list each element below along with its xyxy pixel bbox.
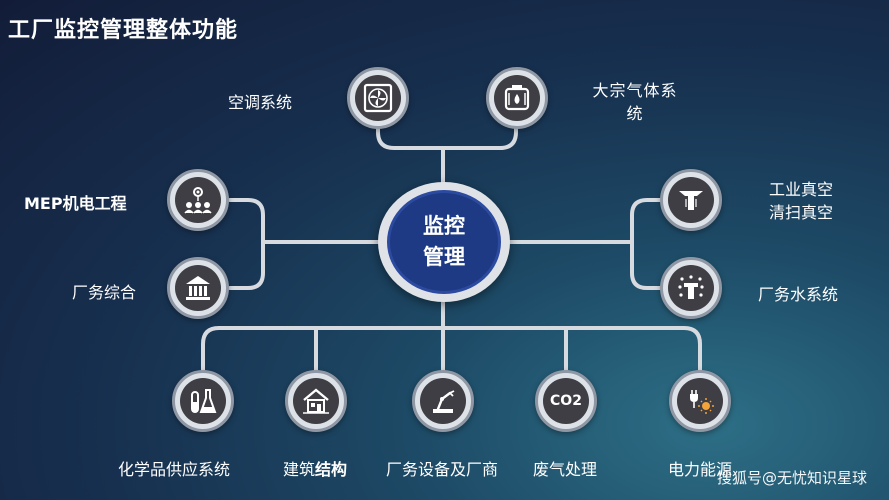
fan-icon xyxy=(363,83,393,113)
power-label: 电力能源 xyxy=(668,460,733,479)
building-label: 建筑结构 xyxy=(283,460,348,479)
water-label: 厂务水系统 xyxy=(758,285,839,304)
power-plug-sun-icon xyxy=(690,390,714,414)
water-sprinkler-icon xyxy=(678,275,704,299)
page-title: 工厂监控管理整体功能 xyxy=(8,18,239,43)
house-icon xyxy=(303,388,329,414)
watermark: 搜狐号@无忧知识星球 xyxy=(716,469,867,487)
bulk-gas-node[interactable] xyxy=(486,67,548,129)
co2-icon: CO2 xyxy=(550,393,582,409)
power-node[interactable] xyxy=(669,370,731,432)
robot-arm-icon xyxy=(433,390,455,413)
vacuum-nozzle-icon xyxy=(679,191,703,210)
hub-label: 监控 管理 xyxy=(387,190,501,294)
chemical-label: 化学品供应系统 xyxy=(118,460,231,479)
hvac-label: 空调系统 xyxy=(228,93,293,112)
monitoring-hub: 监控 管理 xyxy=(378,182,510,302)
bulk-gas-label: 大宗气体系统 xyxy=(592,81,678,123)
lab-flask-icon xyxy=(191,389,217,413)
facility-node[interactable] xyxy=(167,257,229,319)
bank-building-icon xyxy=(186,276,210,300)
building-node[interactable] xyxy=(285,370,347,432)
mep-label: MEP机电工程 xyxy=(24,194,127,213)
exhaust-node[interactable]: CO2 xyxy=(535,370,597,432)
mep-node[interactable] xyxy=(167,169,229,231)
equipment-label: 厂务设备及厂商 xyxy=(386,460,499,479)
vacuum-node[interactable] xyxy=(660,169,722,231)
equipment-node[interactable] xyxy=(412,370,474,432)
facility-label: 厂务综合 xyxy=(72,283,137,302)
vacuum-label: 工业真空 清扫真空 xyxy=(769,180,834,222)
chemical-node[interactable] xyxy=(172,370,234,432)
water-node[interactable] xyxy=(660,257,722,319)
exhaust-label: 废气处理 xyxy=(533,460,598,479)
network-people-icon xyxy=(184,187,212,214)
gas-cylinder-icon xyxy=(504,85,530,111)
hvac-node[interactable] xyxy=(347,67,409,129)
